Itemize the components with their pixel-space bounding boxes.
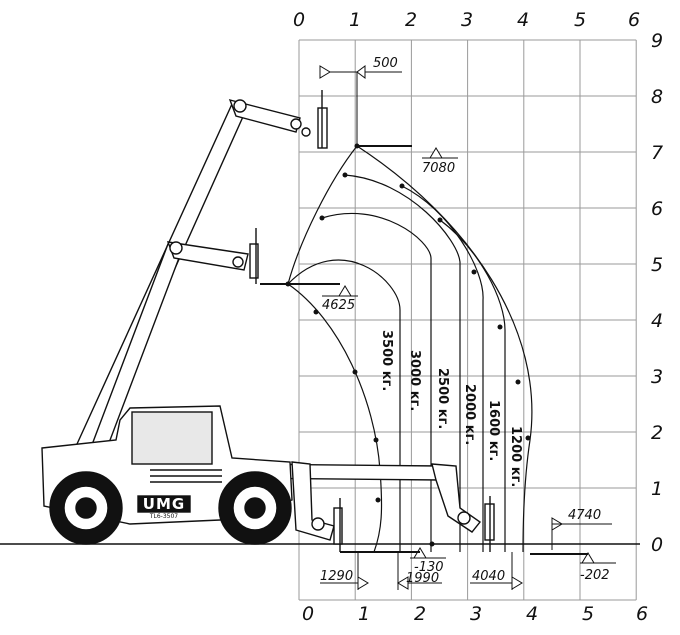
y-tick: 6 [651, 198, 663, 220]
dimension-values: 500 7080 4625 4740 -202 -130 1290 1990 4… [320, 56, 610, 586]
dim-4625: 4625 [322, 298, 355, 313]
y-tick: 8 [651, 86, 663, 108]
y-tick: 9 [651, 30, 663, 52]
zone-1200-boundary [439, 219, 506, 552]
zone-3500-curve [287, 283, 383, 553]
dim-1990: 1990 [406, 571, 439, 586]
y-tick: 4 [651, 310, 663, 332]
zone-2000-boundary [344, 174, 461, 552]
y-tick: 2 [651, 422, 663, 444]
y-tick: 3 [651, 366, 663, 388]
y-tick: 5 [651, 254, 663, 276]
dim-1290: 1290 [320, 569, 353, 584]
bottom-x-tick: 0 [302, 603, 314, 625]
bottom-x-tick: 3 [470, 603, 482, 625]
chart-grid [298, 39, 637, 601]
capacity-label-2500: 2500 кг. [435, 368, 450, 429]
machine-logo: UMG [143, 495, 185, 513]
top-x-tick: 2 [405, 9, 417, 31]
y-tick: 1 [651, 478, 663, 500]
top-x-axis: 0 1 2 3 4 5 6 [293, 9, 640, 31]
dim-500: 500 [373, 56, 398, 71]
bottom-x-tick: 1 [358, 603, 370, 625]
zone-2500-boundary [321, 212, 432, 552]
telehandler-machine [41, 90, 495, 552]
dim-4040: 4040 [472, 569, 505, 584]
dim-m130: -130 [414, 560, 444, 575]
capacity-labels: 3500 кг. 3000 кг. 2500 кг. 2000 кг. 1600… [379, 330, 523, 487]
bottom-x-axis: 0 1 2 3 4 5 6 [302, 603, 648, 625]
capacity-label-3500: 3500 кг. [379, 330, 394, 391]
load-zone-curves [0, 145, 640, 553]
bottom-x-tick: 2 [414, 603, 426, 625]
bottom-x-tick: 6 [636, 603, 648, 625]
capacity-label-1600: 1600 кг. [486, 400, 501, 461]
top-x-tick: 6 [628, 9, 640, 31]
top-x-tick: 4 [517, 9, 529, 31]
dimension-markers [260, 65, 616, 590]
top-x-tick: 0 [293, 9, 305, 31]
capacity-label-2000: 2000 кг. [462, 384, 477, 445]
machine-model: TL6-3507 [149, 513, 178, 520]
top-x-tick: 3 [461, 9, 473, 31]
front-wheel [218, 471, 292, 545]
curve-points [285, 143, 531, 547]
logo-plate [137, 495, 191, 513]
capacity-label-3000: 3000 кг. [407, 350, 422, 411]
y-tick: 7 [651, 142, 663, 164]
dim-4740: 4740 [568, 508, 601, 523]
capacity-label-1200: 1200 кг. [508, 426, 523, 487]
zone-3000-boundary [287, 259, 401, 552]
bottom-x-tick: 4 [526, 603, 538, 625]
inner-upper-curve [287, 145, 358, 285]
bottom-x-tick: 5 [582, 603, 594, 625]
top-x-tick: 1 [349, 9, 361, 31]
y-tick: 0 [651, 534, 663, 556]
rear-wheel [49, 471, 123, 545]
dim-m202: -202 [580, 568, 610, 583]
zone-1600-boundary [401, 185, 484, 552]
dim-7080: 7080 [422, 161, 455, 176]
right-y-axis: 0 1 2 3 4 5 6 7 8 9 [651, 30, 663, 556]
top-x-tick: 5 [574, 9, 586, 31]
